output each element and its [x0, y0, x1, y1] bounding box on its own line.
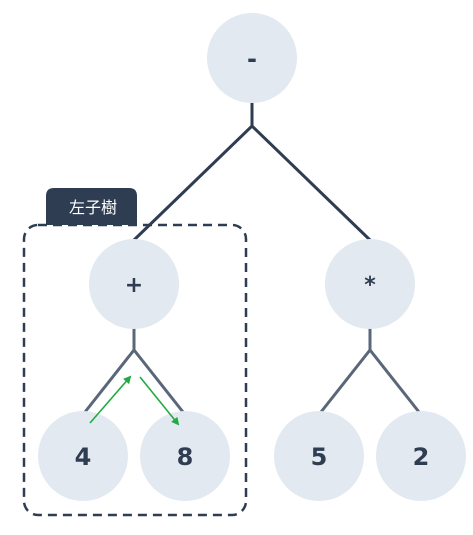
edge-root-to-multiply	[250, 124, 372, 242]
edge-plus-to-8	[132, 348, 185, 414]
node-plus-label: +	[125, 273, 143, 298]
node-minus: -	[207, 13, 297, 103]
node-4: 4	[38, 411, 128, 501]
edge-root-to-plus	[132, 100, 254, 242]
node-8-label: 8	[177, 443, 194, 471]
node-2: 2	[376, 411, 466, 501]
node-5: 5	[274, 411, 364, 501]
node-plus: +	[89, 239, 179, 329]
edge-multiply-to-2	[368, 348, 421, 414]
traversal-arrow-down	[139, 376, 180, 426]
left-subtree-tag-label: 左子樹	[69, 198, 117, 217]
edge-multiply-to-5	[319, 326, 372, 414]
node-multiply-label: *	[364, 273, 376, 298]
node-minus-label: -	[247, 45, 257, 73]
node-5-label: 5	[311, 443, 328, 471]
traversal-arrow-up	[89, 375, 132, 424]
node-4-label: 4	[75, 443, 92, 471]
node-8: 8	[140, 411, 230, 501]
left-subtree-tag: 左子樹	[46, 188, 137, 225]
node-2-label: 2	[413, 443, 430, 471]
node-multiply: *	[325, 239, 415, 329]
